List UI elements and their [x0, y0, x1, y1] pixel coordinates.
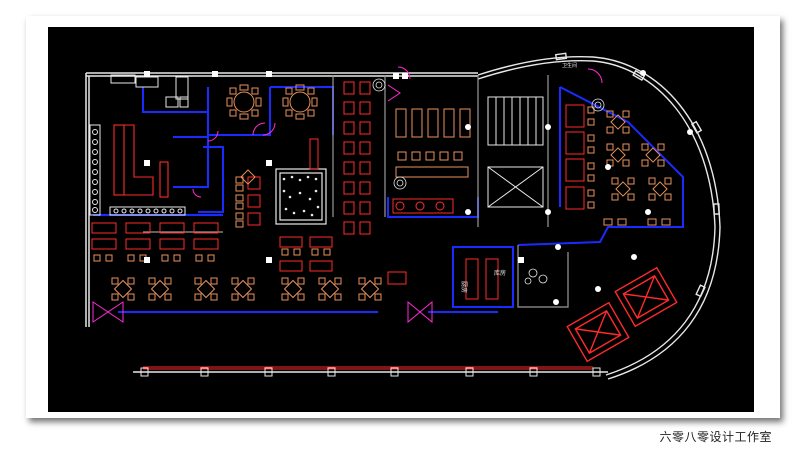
dimension-line	[143, 366, 593, 370]
kitchen-equipment	[89, 74, 189, 216]
vip-booth-2	[614, 266, 678, 328]
right-lounge-chairs	[587, 106, 595, 209]
dimension-ticks	[140, 367, 601, 377]
kitchen-counters	[113, 124, 169, 198]
outer-walls	[85, 72, 608, 373]
structural-columns	[144, 70, 693, 305]
table-groups-row	[111, 169, 382, 301]
left-dining-tables	[91, 222, 407, 285]
door-swings	[92, 66, 603, 324]
service-rooms	[465, 258, 499, 300]
cad-floor-plan: 厨房 库房 卫生间	[48, 27, 754, 412]
plant-decor	[372, 78, 605, 285]
studio-watermark: 六零八零设计工作室	[659, 430, 772, 444]
booths-left	[247, 138, 333, 248]
blue-partitions	[93, 86, 684, 313]
left-dining-chairs	[93, 254, 215, 262]
center-bar-stools	[282, 175, 320, 217]
booth-column	[343, 81, 371, 235]
room-label-kitchen: 厨房	[460, 281, 468, 293]
middle-dining	[395, 108, 471, 178]
right-lounge-sofas	[565, 104, 585, 210]
gray-walls	[143, 75, 569, 308]
round-table-left	[226, 84, 262, 120]
right-lounge-tables	[603, 110, 672, 226]
round-table-right	[282, 84, 318, 120]
stairs	[487, 96, 544, 208]
center-bar	[275, 168, 327, 225]
bar-counter-stools	[392, 198, 454, 214]
room-label-storage: 库房	[494, 269, 506, 277]
booth-chairs-left	[235, 176, 331, 256]
room-label-restroom: 卫生间	[562, 62, 577, 69]
vip-booth-1	[566, 301, 630, 363]
